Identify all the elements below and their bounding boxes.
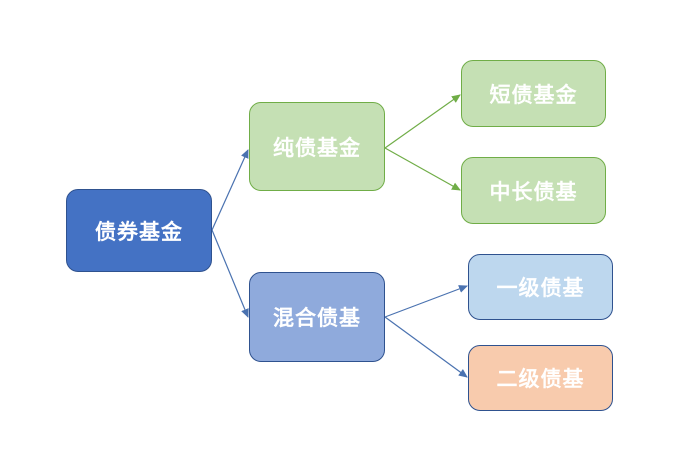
node-short-bond-fund: 短债基金 [461,60,606,127]
node-bond-fund: 债券基金 [66,189,212,272]
connector-root-to-mixed [211,229,249,318]
node-pure-bond-fund: 纯债基金 [249,102,385,191]
node-long-bond-fund: 中长债基 [461,157,606,224]
connector-pure-to-short [384,94,461,149]
connector-mixed-to-level1 [384,285,468,318]
node-short-bond-fund-label: 短债基金 [489,82,578,107]
node-mixed-bond-fund-label: 混合债基 [273,306,361,330]
node-pure-bond-fund-label: 纯债基金 [273,135,361,160]
node-long-bond-fund-label: 中长债基 [489,179,578,204]
connector-mixed-to-level2 [384,316,468,378]
node-mixed-bond-fund: 混合债基 [249,272,385,362]
node-level2-bond-fund-label: 二级债基 [496,367,585,391]
connector-pure-to-long [384,147,461,191]
connector-root-to-pure [211,149,249,231]
node-level2-bond-fund: 二级债基 [468,345,613,411]
node-level1-bond-fund: 一级债基 [468,254,613,320]
node-level1-bond-fund-label: 一级债基 [496,276,585,300]
node-bond-fund-label: 债券基金 [95,219,183,244]
